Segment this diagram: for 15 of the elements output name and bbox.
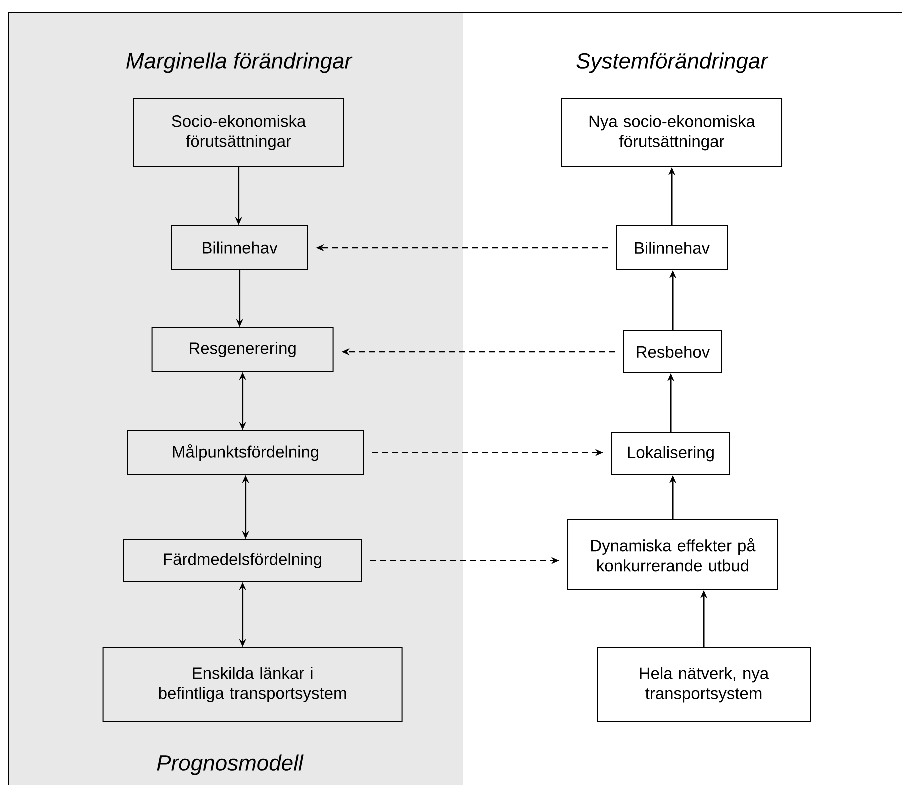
process-box: Bilinnehav xyxy=(616,226,728,270)
process-box: Hela nätverk, nya transportsystem xyxy=(597,648,811,722)
process-box: Bilinnehav xyxy=(171,225,308,270)
process-box: Nya socio-ekonomiska förutsättningar xyxy=(562,98,782,168)
process-box: Resgenerering xyxy=(152,327,334,372)
heading: Marginella förändringar xyxy=(126,52,353,74)
heading: Prognosmodell xyxy=(157,754,304,776)
process-box: Socio-ekonomiska förutsättningar xyxy=(133,98,344,168)
process-box: Lokalisering xyxy=(612,432,730,476)
process-box: Dynamiska effekter på konkurrerande utbud xyxy=(568,520,778,590)
heading: Systemförändringar xyxy=(576,52,769,74)
process-box: Enskilda länkar i befintliga transportsystem xyxy=(102,647,403,722)
process-box: Resbehov xyxy=(624,330,722,374)
process-box: Färdmedelsfördelning xyxy=(123,539,362,582)
process-box: Målpunktsfördelning xyxy=(127,430,364,476)
